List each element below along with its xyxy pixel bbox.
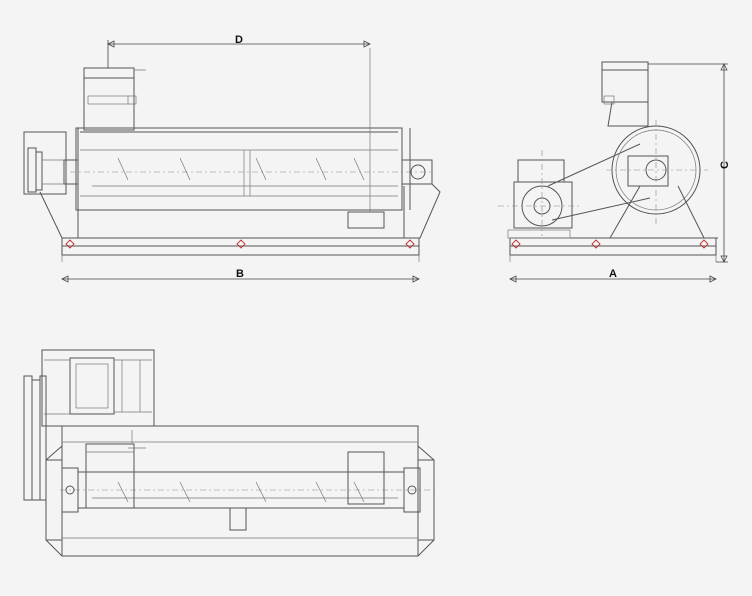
dimension-b-label: B — [236, 268, 244, 280]
top-frame — [45, 425, 435, 557]
top-bearings — [61, 467, 421, 513]
top-view — [23, 349, 436, 557]
front-trough — [70, 127, 432, 211]
dimension-d: D — [107, 34, 371, 68]
dimension-b: B — [61, 268, 420, 283]
top-outlet — [347, 451, 385, 505]
side-view: C A — [498, 61, 731, 283]
front-left-pulley — [23, 131, 79, 239]
top-screw-conveyor — [60, 471, 436, 531]
side-motor — [498, 150, 582, 239]
front-view: D B — [23, 34, 441, 283]
side-stand — [600, 185, 718, 239]
top-inlet — [85, 430, 146, 509]
front-base-frame — [61, 237, 420, 262]
front-right-support — [401, 159, 441, 239]
top-motor — [41, 349, 155, 427]
dimension-c: C — [648, 63, 731, 263]
dimension-d-label: D — [235, 34, 243, 46]
front-outlet — [347, 48, 385, 229]
top-drive-pulley — [23, 375, 47, 501]
front-inlet — [77, 67, 411, 210]
side-drive-belt — [547, 143, 651, 221]
dimension-a: A — [509, 268, 717, 283]
side-base-frame — [509, 237, 717, 262]
side-large-pulley — [606, 120, 708, 224]
dimension-a-label: A — [609, 268, 617, 280]
dimension-c-label: C — [719, 161, 731, 169]
side-hopper — [601, 61, 649, 127]
